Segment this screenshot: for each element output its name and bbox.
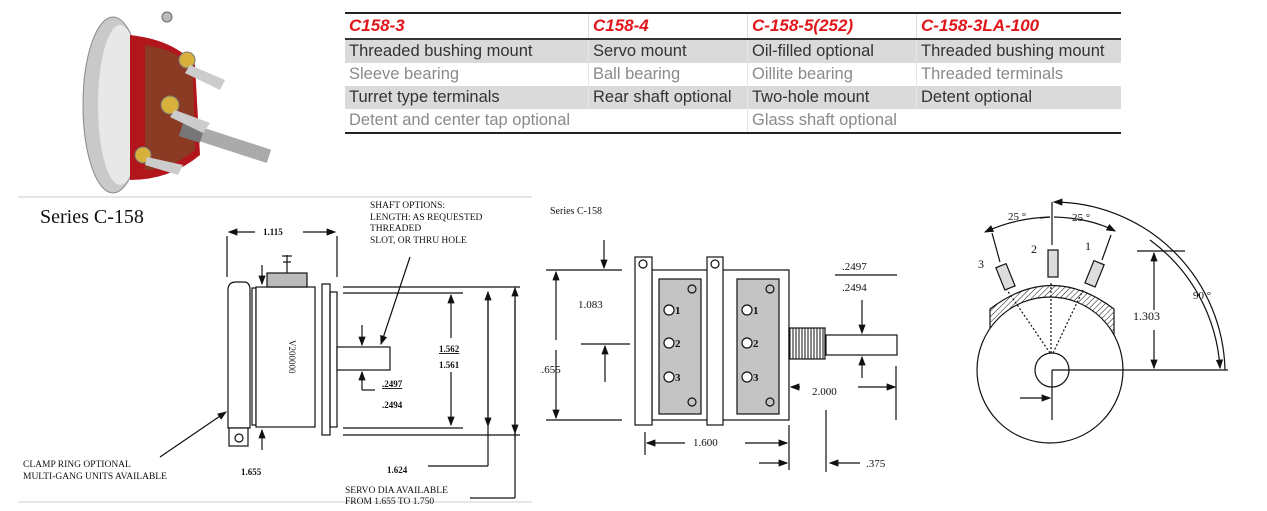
table-cell: Detent and center tap optional [345,109,748,133]
terminal-angle-drawing: 25 ° 25 ° 90 ° 1.303 3 2 1 [976,198,1228,444]
drawing-label: SERVO DIA AVAILABLE [345,486,448,496]
drawing-label: .2494 [382,400,403,410]
drawing-label: 1.303 [1133,309,1160,323]
model-spec-table: C158-3 C158-4 C-158-5(252) C-158-3LA-100… [345,12,1121,134]
drawing-label: 2 [753,338,759,350]
table-cell: Threaded bushing mount [345,39,589,63]
table-cell: Ball bearing [588,63,748,86]
drawing-label: .2494 [842,282,867,294]
column-header: C-158-3LA-100 [916,13,1121,40]
drawing-label: 2.000 [812,386,837,398]
table-cell: Detent optional [916,86,1121,109]
table-cell: Threaded terminals [916,63,1121,86]
drawing-label: 2 [675,338,681,350]
drawing-label: 1.083 [578,299,603,311]
column-header: C158-3 [345,13,589,40]
drawing-label: .2497 [842,261,867,273]
drawing-label: .2497 [382,379,403,389]
drawing-label: THREADED [370,224,421,234]
drawing-label: 1 [675,305,681,317]
table-cell: Two-hole mount [747,86,917,109]
clamp-ring-note: CLAMP RING OPTIONAL MULTI-GANG UNITS AVA… [23,460,167,482]
drawing-label: MULTI-GANG UNITS AVAILABLE [23,472,167,482]
drawing-label: SHAFT OPTIONS: [370,201,445,211]
drawing-label: 1 [753,305,759,317]
drawing-label: 25 ° [1008,211,1026,223]
drawing-label: SLOT, OR THRU HOLE [370,236,467,246]
table-row: Turret type terminals Rear shaft optiona… [345,86,1121,109]
drawing-label: 3 [675,372,681,384]
column-header: C158-4 [588,13,748,40]
drawing-label: 1.655 [540,364,561,376]
table-cell: Glass shaft optional [747,109,1121,133]
shaft-options-note: SHAFT OPTIONS: LENGTH: AS REQUESTED THRE… [370,201,483,246]
drawing-label: 2 [1031,242,1037,256]
column-header: C-158-5(252) [747,13,917,40]
table-row: Detent and center tap optional Glass sha… [345,109,1121,133]
table-row: Sleeve bearing Ball bearing Oillite bear… [345,63,1121,86]
body-marking: V200000 [287,340,297,374]
drawing-label: 1.624 [387,465,408,475]
drawing-label: FROM 1.655 TO 1.750 [345,497,434,507]
dim-width: 1.115 [263,227,283,237]
drawing-label: 25 ° [1072,212,1090,224]
drawing-label: 3 [753,372,759,384]
drawing-label: 90 ° [1193,290,1211,302]
table-cell: Sleeve bearing [345,63,589,86]
table-cell: Threaded bushing mount [916,39,1121,63]
side-view-drawing: Series C-158 V200000 1.115 SHAFT OPTIONS… [18,196,532,507]
table-header-row: C158-3 C158-4 C-158-5(252) C-158-3LA-100 [345,13,1121,40]
drawing-label: LENGTH: AS REQUESTED [370,213,483,223]
front-view-drawing: Series C-158 1 2 3 1 2 3 1.083 1.655 1.600 [540,206,898,472]
drawing-label: 1.561 [439,360,460,370]
table-row: Threaded bushing mount Servo mount Oil-f… [345,39,1121,63]
drawing-label: 1.600 [693,437,718,449]
servo-note: SERVO DIA AVAILABLE FROM 1.655 TO 1.750 [345,486,448,507]
drawing-label: 1.655 [241,467,262,477]
table-cell: Oillite bearing [747,63,917,86]
table-cell: Rear shaft optional [588,86,748,109]
table-cell: Servo mount [588,39,748,63]
table-cell: Turret type terminals [345,86,589,109]
table-cell: Oil-filled optional [747,39,917,63]
drawing-label: CLAMP RING OPTIONAL [23,460,131,470]
drawing-label: 1 [1085,239,1091,253]
drawing-label: Series C-158 [550,206,602,217]
drawing-title: Series C-158 [40,206,144,228]
potentiometer-photo [82,11,272,194]
drawing-label: 1.562 [439,344,460,354]
drawing-label: 3 [978,257,984,271]
drawing-label: .375 [866,458,886,470]
